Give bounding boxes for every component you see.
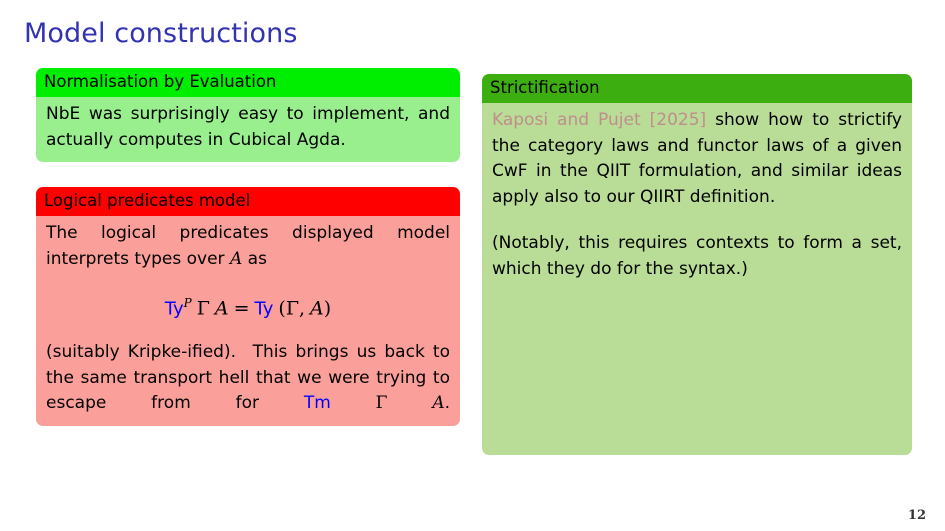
formula-rhs-op: Ty xyxy=(254,298,274,320)
formula-lhs-superscript: P xyxy=(183,296,192,310)
paragraph-interprets-types-post: as xyxy=(242,248,267,269)
formula-lhs-arg2: A xyxy=(214,297,229,320)
block-body-normalisation-by-evaluation: NbE was surprisingly easy to implement, … xyxy=(36,97,460,162)
block-normalisation-by-evaluation: Normalisation by Evaluation NbE was surp… xyxy=(36,68,460,162)
citation-kaposi-pujet[interactable]: Kaposi and Pujet [2025] xyxy=(492,110,707,130)
block-title-strictification: Strictification xyxy=(482,74,912,103)
left-column: Normalisation by Evaluation NbE was surp… xyxy=(36,68,460,451)
formula-lhs-arg1: Γ xyxy=(196,297,210,320)
term-tm-type: A xyxy=(432,393,445,414)
formula-rhs-close-paren: ) xyxy=(323,297,332,320)
block-title-normalisation-by-evaluation: Normalisation by Evaluation xyxy=(36,68,460,97)
paragraph-strictify: Kaposi and Pujet [2025] show how to stri… xyxy=(492,108,902,210)
page-number: 12 xyxy=(907,508,926,523)
formula-rhs-open-paren: ( xyxy=(278,297,286,320)
block-body-strictification: Kaposi and Pujet [2025] show how to stri… xyxy=(482,103,912,455)
page-title: Model constructions xyxy=(24,18,298,49)
paragraph-transport-hell-post: . xyxy=(444,393,450,414)
formula-lhs-op: Ty xyxy=(164,298,184,320)
right-column: Strictification Kaposi and Pujet [2025] … xyxy=(482,74,912,480)
term-tm-context: Γ xyxy=(330,393,433,414)
paragraph-nbe: NbE was surprisingly easy to implement, … xyxy=(46,104,450,150)
formula-rhs-arg2: A xyxy=(310,297,324,320)
block-strictification: Strictification Kaposi and Pujet [2025] … xyxy=(482,74,912,455)
formula-rhs-comma: , xyxy=(299,297,306,320)
paragraph-transport-hell-pre: (suitably Kripke-ified). This brings us … xyxy=(46,342,450,414)
formula-equals: = xyxy=(233,297,250,320)
paragraph-strictify-rest: show how to strictify the category laws … xyxy=(492,110,902,207)
paragraph-interprets-types-pre: The logical predicates displayed model i… xyxy=(46,223,450,269)
variable-a: A xyxy=(229,248,243,269)
block-logical-predicates-model: Logical predicates model The logical pre… xyxy=(36,187,460,426)
block-title-logical-predicates-model: Logical predicates model xyxy=(36,187,460,216)
paragraph-transport-hell: (suitably Kripke-ified). This brings us … xyxy=(46,340,450,417)
formula-rhs-arg1: Γ xyxy=(285,297,299,320)
paragraph-interprets-types: The logical predicates displayed model i… xyxy=(46,221,450,272)
paragraph-notably: (Notably, this requires contexts to form… xyxy=(492,233,902,279)
block-body-logical-predicates-model: The logical predicates displayed model i… xyxy=(36,216,460,426)
term-tm-operator: Tm xyxy=(303,393,331,414)
